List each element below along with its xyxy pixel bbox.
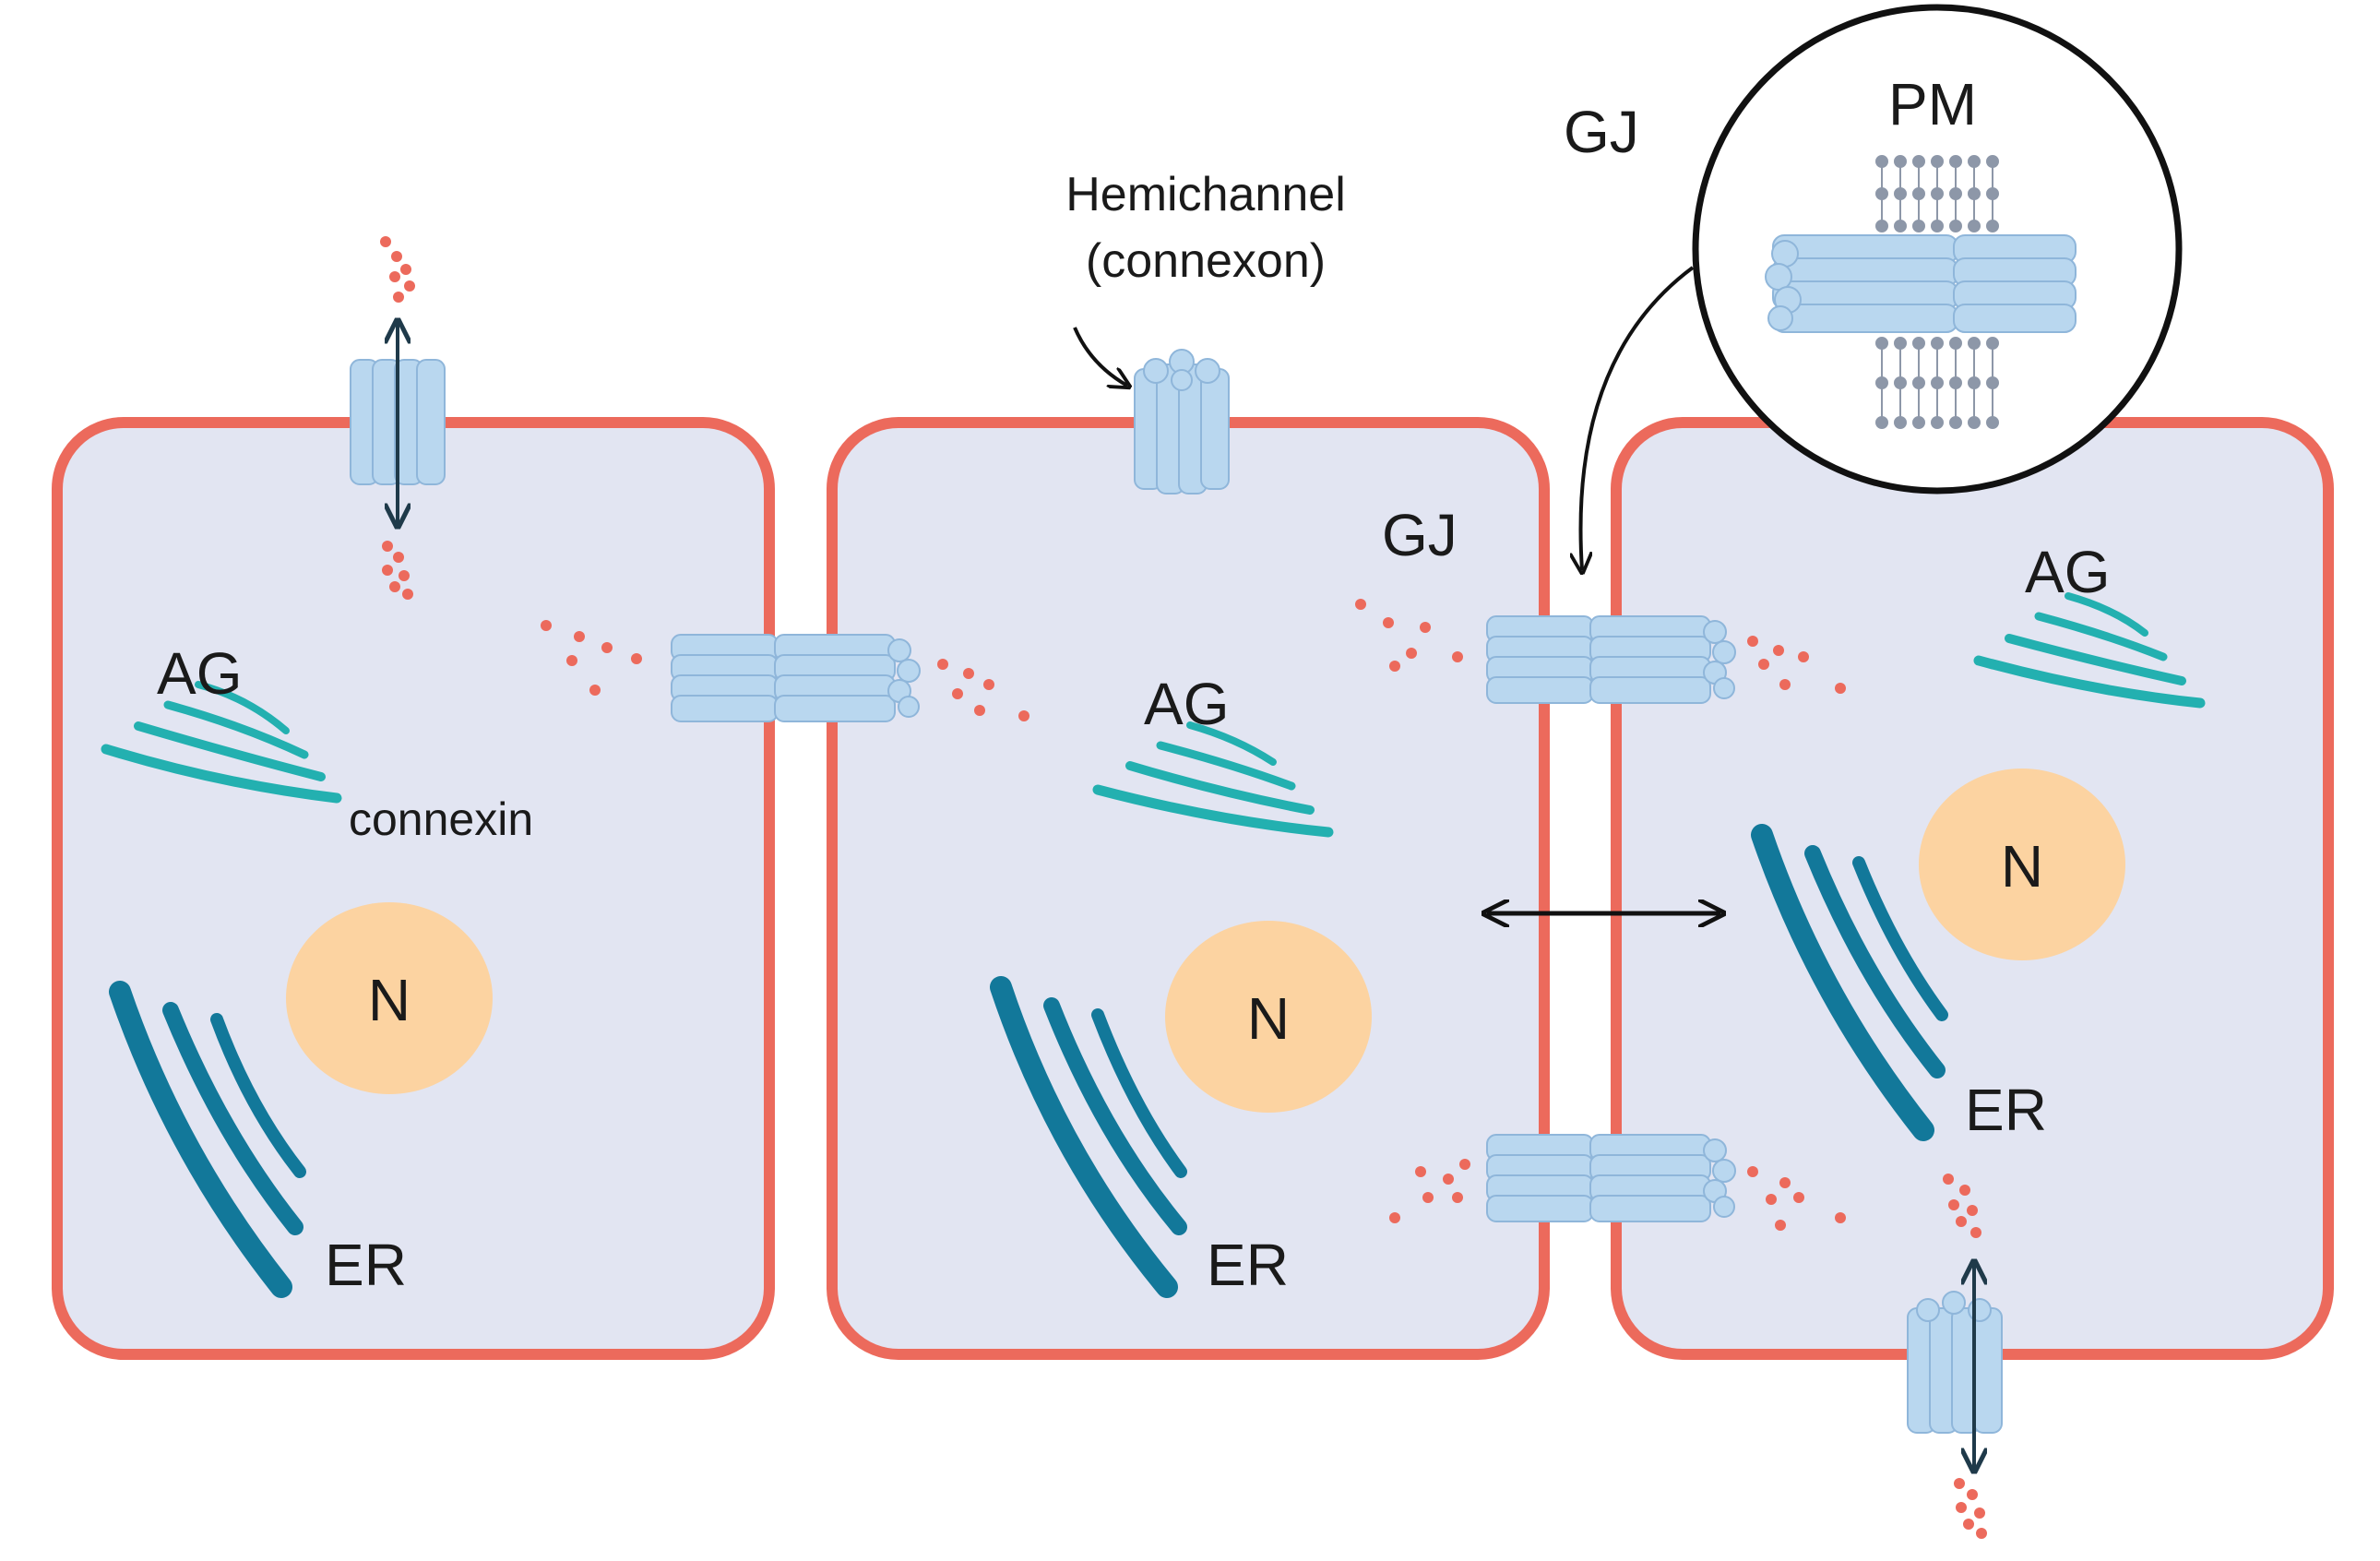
golgi-apparatus-left — [101, 681, 342, 804]
lipid-bilayer-lower — [1875, 337, 1999, 429]
cell-left — [52, 417, 775, 1360]
hemichannel-right — [1907, 1291, 2003, 1434]
golgi-label-left: AG — [157, 640, 242, 707]
gap-junction-zoom-channel — [1765, 234, 2077, 333]
endoplasmic-reticulum-right — [1751, 824, 1948, 1141]
hemichannel-pointer-arrow — [1073, 327, 1127, 386]
hemichannel-label-line1: Hemichannel — [1065, 168, 1346, 221]
gap-junction-channel-3 — [1486, 1134, 1736, 1222]
connexin-label: connexin — [349, 793, 533, 845]
nucleus-middle — [1165, 921, 1372, 1113]
zoom-inset-content — [1765, 155, 2077, 429]
gap-junction-label-zoom: GJ — [1564, 99, 1639, 165]
endoplasmic-reticulum-middle — [990, 976, 1187, 1298]
hemichannel-label-line2: (connexon) — [1086, 234, 1326, 288]
er-label-left: ER — [325, 1232, 407, 1298]
nucleus-label-left: N — [368, 967, 411, 1033]
plasma-membrane-label: PM — [1888, 71, 1977, 137]
nucleus-label-right: N — [2001, 833, 2043, 900]
zoom-pointer-arrow — [1581, 266, 1695, 570]
signaling-molecules — [380, 236, 1987, 1539]
golgi-apparatus-middle — [1092, 721, 1334, 838]
golgi-label-right: AG — [2025, 539, 2110, 605]
nucleus-label-middle: N — [1247, 985, 1290, 1052]
gap-junction-channel-1 — [671, 634, 921, 722]
golgi-apparatus-right — [1973, 592, 2206, 709]
nucleus-left — [286, 902, 493, 1094]
golgi-label-middle: AG — [1144, 671, 1229, 737]
gap-junction-label: GJ — [1382, 502, 1458, 568]
lipid-bilayer-upper — [1875, 155, 1999, 232]
nucleus-right — [1919, 769, 2125, 960]
hemichannel-middle — [1134, 349, 1230, 495]
er-label-middle: ER — [1207, 1232, 1289, 1298]
gap-junction-channel-2 — [1486, 615, 1736, 704]
er-label-right: ER — [1965, 1077, 2047, 1143]
endoplasmic-reticulum-left — [109, 981, 306, 1298]
